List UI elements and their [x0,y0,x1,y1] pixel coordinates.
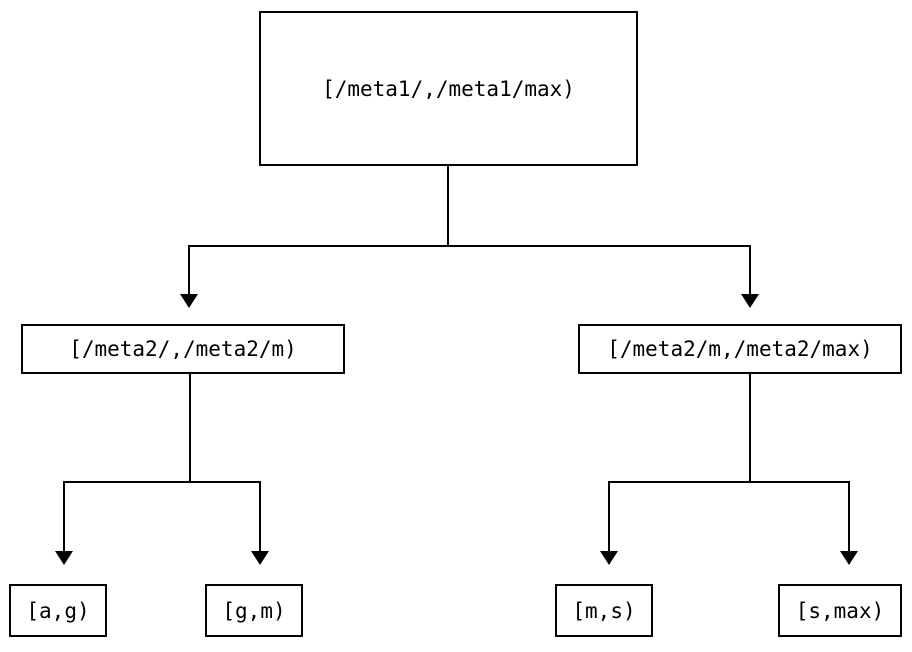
arrow-down-icon-middle-right-to-leaf-2 [600,551,618,565]
edge-root-to-middle-0-drop [188,245,190,296]
node-leaf-g-m-label: [g,m) [222,598,286,623]
edge-middle-left-stem [189,374,191,483]
arrow-down-icon-root-to-middle-1 [741,294,759,308]
node-middle-left[interactable]: [/meta2/,/meta2/m) [21,324,345,374]
edge-middle-left-to-leaf-1-drop [259,481,261,553]
arrow-down-icon-middle-left-to-leaf-1 [251,551,269,565]
edge-root-stem [447,166,449,247]
arrow-down-icon-middle-left-to-leaf-0 [55,551,73,565]
node-leaf-s-max[interactable]: [s,max) [778,584,902,637]
edge-middle-right-to-leaf-2-drop [608,481,610,553]
node-leaf-a-g[interactable]: [a,g) [9,584,107,637]
edge-middle-left-to-leaf-0-drop [63,481,65,553]
node-middle-right[interactable]: [/meta2/m,/meta2/max) [578,324,902,374]
arrow-down-icon-middle-right-to-leaf-3 [840,551,858,565]
node-leaf-g-m[interactable]: [g,m) [205,584,303,637]
node-root-label: [/meta1/,/meta1/max) [322,76,575,101]
node-middle-right-label: [/meta2/m,/meta2/max) [607,337,873,361]
edge-middle-right-to-leaf-3-drop [848,481,850,553]
edge-middle-right-crossbar [608,481,850,483]
edge-root-to-middle-1-drop [749,245,751,296]
node-middle-left-label: [/meta2/,/meta2/m) [69,337,297,361]
node-leaf-s-max-label: [s,max) [795,598,885,623]
node-leaf-m-s[interactable]: [m,s) [555,584,653,637]
edge-middle-right-stem [749,374,751,483]
node-leaf-a-g-label: [a,g) [26,598,90,623]
edge-root-crossbar [188,245,751,247]
node-leaf-m-s-label: [m,s) [572,598,636,623]
arrow-down-icon-root-to-middle-0 [180,294,198,308]
edge-middle-left-crossbar [63,481,261,483]
node-root[interactable]: [/meta1/,/meta1/max) [259,11,638,166]
